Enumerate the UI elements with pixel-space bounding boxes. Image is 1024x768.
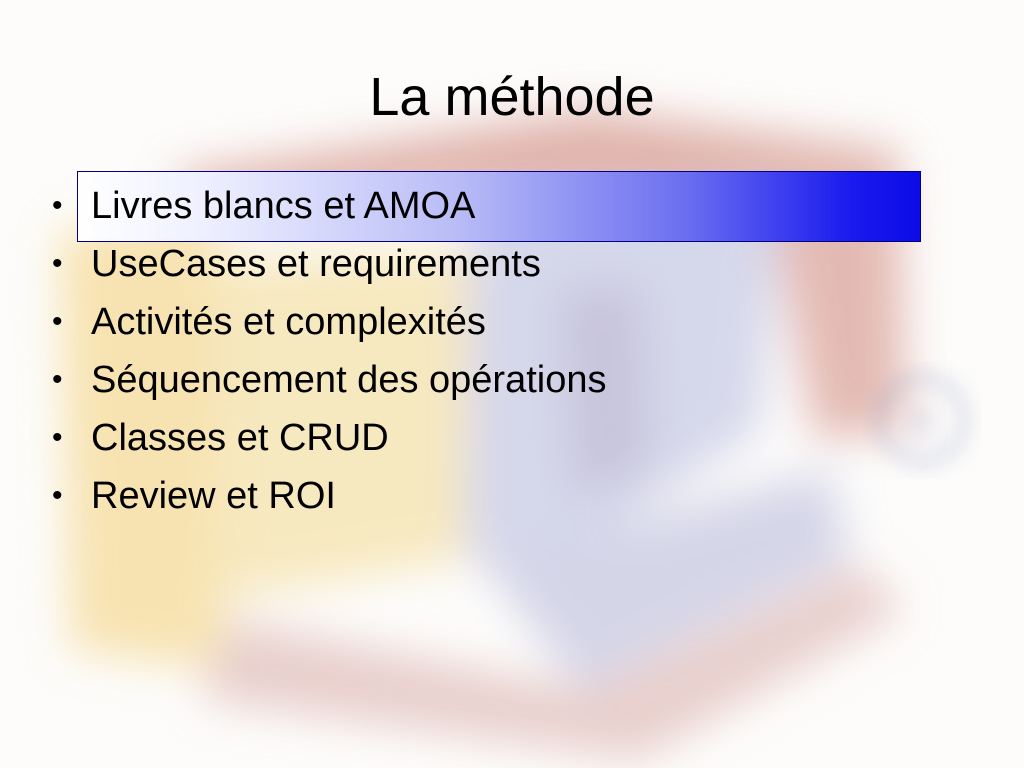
bullet-text: Activités et complexités	[91, 301, 486, 343]
slide-title: La méthode	[369, 67, 655, 127]
registered-mark-icon	[875, 373, 969, 467]
bullet-icon: •	[52, 189, 63, 222]
bullet-item-2: • UseCases et requirements	[0, 235, 1024, 293]
bullet-item-6: • Review et ROI	[0, 467, 1024, 525]
bullet-item-4: • Séquencement des opérations	[0, 351, 1024, 409]
bullet-text: Séquencement des opérations	[91, 359, 607, 401]
bullet-item-5: • Classes et CRUD	[0, 409, 1024, 467]
bullet-icon: •	[52, 479, 63, 512]
bullet-text: Review et ROI	[91, 475, 336, 517]
bullet-icon: •	[52, 363, 63, 396]
highlight-gradient-box	[77, 171, 921, 242]
registered-mark-letter: R	[905, 395, 940, 452]
bullet-text: Livres blancs et AMOA	[91, 185, 476, 227]
bullet-item-3: • Activités et complexités	[0, 293, 1024, 351]
bullet-list: • Livres blancs et AMOA • UseCases et re…	[0, 177, 1024, 525]
bullet-icon: •	[52, 305, 63, 338]
bullet-item-1: • Livres blancs et AMOA	[0, 177, 1024, 235]
bullet-icon: •	[52, 421, 63, 454]
bullet-text: UseCases et requirements	[91, 243, 541, 285]
bullet-icon: •	[52, 247, 63, 280]
bullet-text: Classes et CRUD	[91, 417, 389, 459]
